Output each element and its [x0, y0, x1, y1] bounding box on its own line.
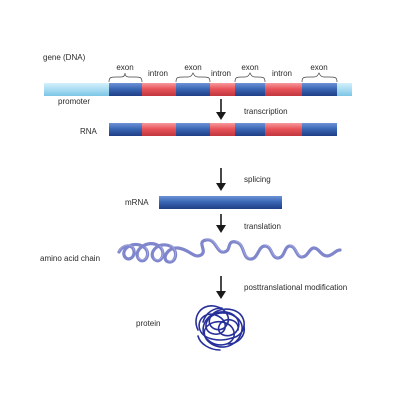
arrow-modification — [216, 276, 226, 299]
protein-label: protein — [136, 319, 160, 328]
exon-label-4: exon — [310, 63, 327, 72]
rna-intron-2 — [210, 123, 235, 136]
intron-label-1: intron — [148, 69, 168, 78]
rna-label: RNA — [80, 127, 98, 136]
rna-intron-3 — [265, 123, 302, 136]
exon-label-2: exon — [184, 63, 201, 72]
dna-exon-2 — [176, 83, 210, 96]
exon-brace-3 — [234, 72, 266, 83]
dna-tail — [337, 83, 352, 96]
gene-dna-label: gene (DNA) — [43, 53, 86, 62]
exon-brace-2 — [175, 72, 211, 83]
dna-exon-4 — [302, 83, 337, 96]
splicing-label: splicing — [244, 175, 271, 184]
process-arrows — [216, 99, 226, 299]
dna-intron-1 — [142, 83, 176, 96]
dna-strand — [44, 83, 352, 96]
rna-exon-4 — [302, 123, 337, 136]
dna-exon-3 — [235, 83, 265, 96]
intron-label-2: intron — [211, 69, 231, 78]
exon-label-3: exon — [241, 63, 258, 72]
intron-label-3: intron — [272, 69, 292, 78]
dna-intron-2 — [210, 83, 235, 96]
transcription-label: transcription — [244, 107, 288, 116]
amino-acid-chain-squiggle — [117, 238, 342, 264]
rna-exon-3 — [235, 123, 265, 136]
amino-acid-chain-highlight — [118, 238, 303, 262]
rna-exon-1 — [109, 123, 142, 136]
exon-label-1: exon — [116, 63, 133, 72]
translation-label: translation — [244, 222, 281, 231]
arrow-splicing — [216, 168, 226, 191]
dna-exon-1 — [109, 83, 142, 96]
exon-brace-4 — [301, 72, 338, 83]
arrow-transcription — [216, 99, 226, 120]
rna-exon-2 — [176, 123, 210, 136]
dna-intron-3 — [265, 83, 302, 96]
exon-braces — [108, 72, 338, 83]
rna-strand — [109, 123, 337, 136]
mrna-strand — [159, 196, 282, 209]
posttranslational-modification-label: posttranslational modification — [244, 283, 347, 292]
promoter-label: promoter — [58, 97, 90, 106]
amino-acid-chain-label: amino acid chain — [40, 254, 100, 263]
exon-brace-1 — [108, 72, 143, 83]
arrow-translation — [216, 214, 226, 233]
rna-intron-1 — [142, 123, 176, 136]
mrna-label: mRNA — [125, 198, 149, 207]
promoter-region — [44, 83, 109, 96]
folded-protein-tangle — [195, 305, 246, 351]
